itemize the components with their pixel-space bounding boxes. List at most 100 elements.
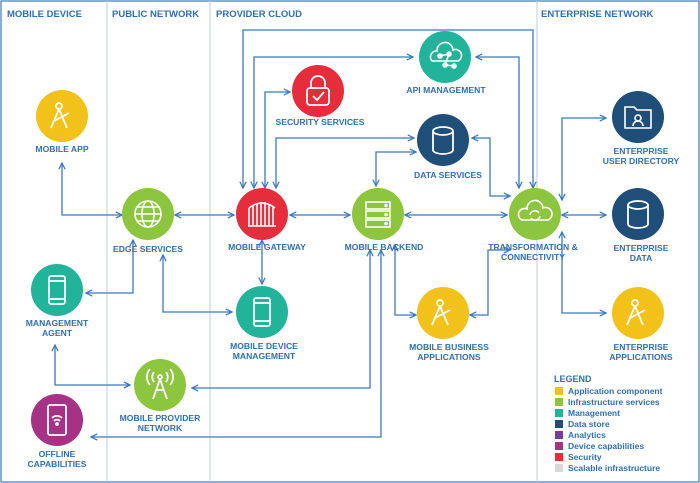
connector-business-transformation xyxy=(470,250,510,315)
legend-item: Device capabilities xyxy=(555,441,644,451)
legend-label: Device capabilities xyxy=(568,441,644,451)
legend-label: Infrastructure services xyxy=(568,397,660,407)
legend-swatch xyxy=(555,464,563,472)
connector-edge-mdm xyxy=(163,255,232,312)
legend-item: Analytics xyxy=(555,430,606,440)
node-mobile-device-management[interactable]: MOBILE DEVICE MANAGEMENT xyxy=(230,286,298,361)
legend-title: LEGEND xyxy=(554,374,592,384)
node-label: MOBILE BACKEND xyxy=(345,242,424,252)
legend-item: Application component xyxy=(555,386,663,396)
node-circle xyxy=(612,188,664,240)
node-label: CAPABILITIES xyxy=(27,459,86,469)
node-label: APPLICATIONS xyxy=(417,352,481,362)
node-circle xyxy=(31,264,83,316)
connector-gateway-data xyxy=(276,138,414,188)
node-label: MANAGEMENT xyxy=(233,351,296,361)
node-label: MOBILE DEVICE xyxy=(230,341,298,351)
node-label: DATA xyxy=(630,253,653,263)
phone-wifi-icon xyxy=(47,404,67,436)
lock-icon xyxy=(306,75,330,106)
node-security-services[interactable]: SECURITY SERVICES xyxy=(276,65,365,127)
node-label: ENTERPRISE xyxy=(614,342,669,352)
legend-swatch xyxy=(555,453,563,461)
connector-gateway-security xyxy=(265,92,290,188)
node-circle xyxy=(292,65,344,117)
compass-icon xyxy=(431,299,451,326)
connector-gateway-api xyxy=(254,57,413,188)
node-circle xyxy=(419,31,471,83)
node-label: MOBILE APP xyxy=(35,144,88,154)
node-mobile-gateway[interactable]: MOBILE GATEWAY xyxy=(228,188,306,252)
node-api-management[interactable]: API MANAGEMENT xyxy=(406,31,486,95)
node-mobile-business-applications[interactable]: MOBILE BUSINESS APPLICATIONS xyxy=(409,287,489,362)
connector-data-transformation xyxy=(472,138,510,196)
legend-label: Scalable infrastructure xyxy=(568,463,660,473)
node-circle xyxy=(509,188,561,240)
node-offline-capabilities[interactable]: OFFLINE CAPABILITIES xyxy=(27,394,87,469)
zone-label-provider-cloud: PROVIDER CLOUD xyxy=(216,9,302,20)
legend-swatch xyxy=(555,409,563,417)
node-label: MOBILE PROVIDER xyxy=(120,413,201,423)
legend-swatch xyxy=(555,431,563,439)
node-circle xyxy=(236,188,288,240)
node-transformation-connectivity[interactable]: TRANSFORMATION & CONNECTIVITY xyxy=(488,188,578,262)
legend-label: Data store xyxy=(568,419,610,429)
legend-label: Application component xyxy=(568,386,663,396)
connector-gateway-transformation xyxy=(243,29,533,188)
node-label: MANAGEMENT xyxy=(26,318,89,328)
legend-swatch xyxy=(555,442,563,450)
folder-user-icon xyxy=(624,106,652,129)
node-circle xyxy=(236,286,288,338)
connector-api-transformation xyxy=(476,57,519,188)
connectors xyxy=(55,29,606,437)
cloud-network-icon xyxy=(429,41,463,69)
node-label: MOBILE BUSINESS xyxy=(409,342,489,352)
legend-item: Scalable infrastructure xyxy=(555,463,660,473)
connector-backend-data xyxy=(376,152,416,186)
node-circle xyxy=(134,359,186,411)
node-label: CONNECTIVITY xyxy=(501,252,565,262)
zone-label-enterprise-network: ENTERPRISE NETWORK xyxy=(541,9,654,20)
legend-swatch xyxy=(555,420,563,428)
legend-item: Infrastructure services xyxy=(555,397,660,407)
node-label: ENTERPRISE xyxy=(614,146,669,156)
node-data-services[interactable]: DATA SERVICES xyxy=(414,114,482,180)
phone-icon xyxy=(253,297,271,327)
server-icon xyxy=(365,201,391,228)
tower-icon xyxy=(146,368,174,400)
gate-icon xyxy=(248,202,276,227)
zone-label-public-network: PUBLIC NETWORK xyxy=(112,9,199,20)
legend-item: Security xyxy=(555,452,602,462)
node-label: TRANSFORMATION & xyxy=(488,242,578,252)
node-circle xyxy=(612,91,664,143)
compass-icon xyxy=(626,299,646,326)
node-edge-services[interactable]: EDGE SERVICES xyxy=(113,188,183,254)
node-label: API MANAGEMENT xyxy=(406,85,486,95)
node-mobile-backend[interactable]: MOBILE BACKEND xyxy=(345,188,424,252)
legend-label: Analytics xyxy=(568,430,606,440)
node-label: MOBILE GATEWAY xyxy=(228,242,306,252)
node-label: ENTERPRISE xyxy=(614,243,669,253)
connector-transformation-apps xyxy=(562,232,606,313)
legend-swatch xyxy=(555,387,563,395)
node-management-agent[interactable]: MANAGEMENT AGENT xyxy=(26,264,89,338)
node-enterprise-data[interactable]: ENTERPRISE DATA xyxy=(612,188,669,263)
legend-swatch xyxy=(555,398,563,406)
node-label: DATA SERVICES xyxy=(414,170,482,180)
zone-label-mobile-device: MOBILE DEVICE xyxy=(7,9,82,20)
node-circle xyxy=(417,114,469,166)
node-mobile-provider-network[interactable]: MOBILE PROVIDER NETWORK xyxy=(120,359,201,433)
cloud-sync-icon xyxy=(517,199,553,221)
node-circle xyxy=(352,188,404,240)
compass-icon xyxy=(50,102,70,129)
legend-item: Management xyxy=(555,408,620,418)
connector-backend-business xyxy=(395,245,416,315)
node-enterprise-applications[interactable]: ENTERPRISE APPLICATIONS xyxy=(609,287,673,362)
node-label: USER DIRECTORY xyxy=(603,156,680,166)
node-mobile-app[interactable]: MOBILE APP xyxy=(35,90,89,154)
legend-label: Security xyxy=(568,452,602,462)
connector-app-edge xyxy=(62,163,122,215)
node-enterprise-user-directory[interactable]: ENTERPRISE USER DIRECTORY xyxy=(603,91,680,166)
phone-icon xyxy=(48,275,66,305)
